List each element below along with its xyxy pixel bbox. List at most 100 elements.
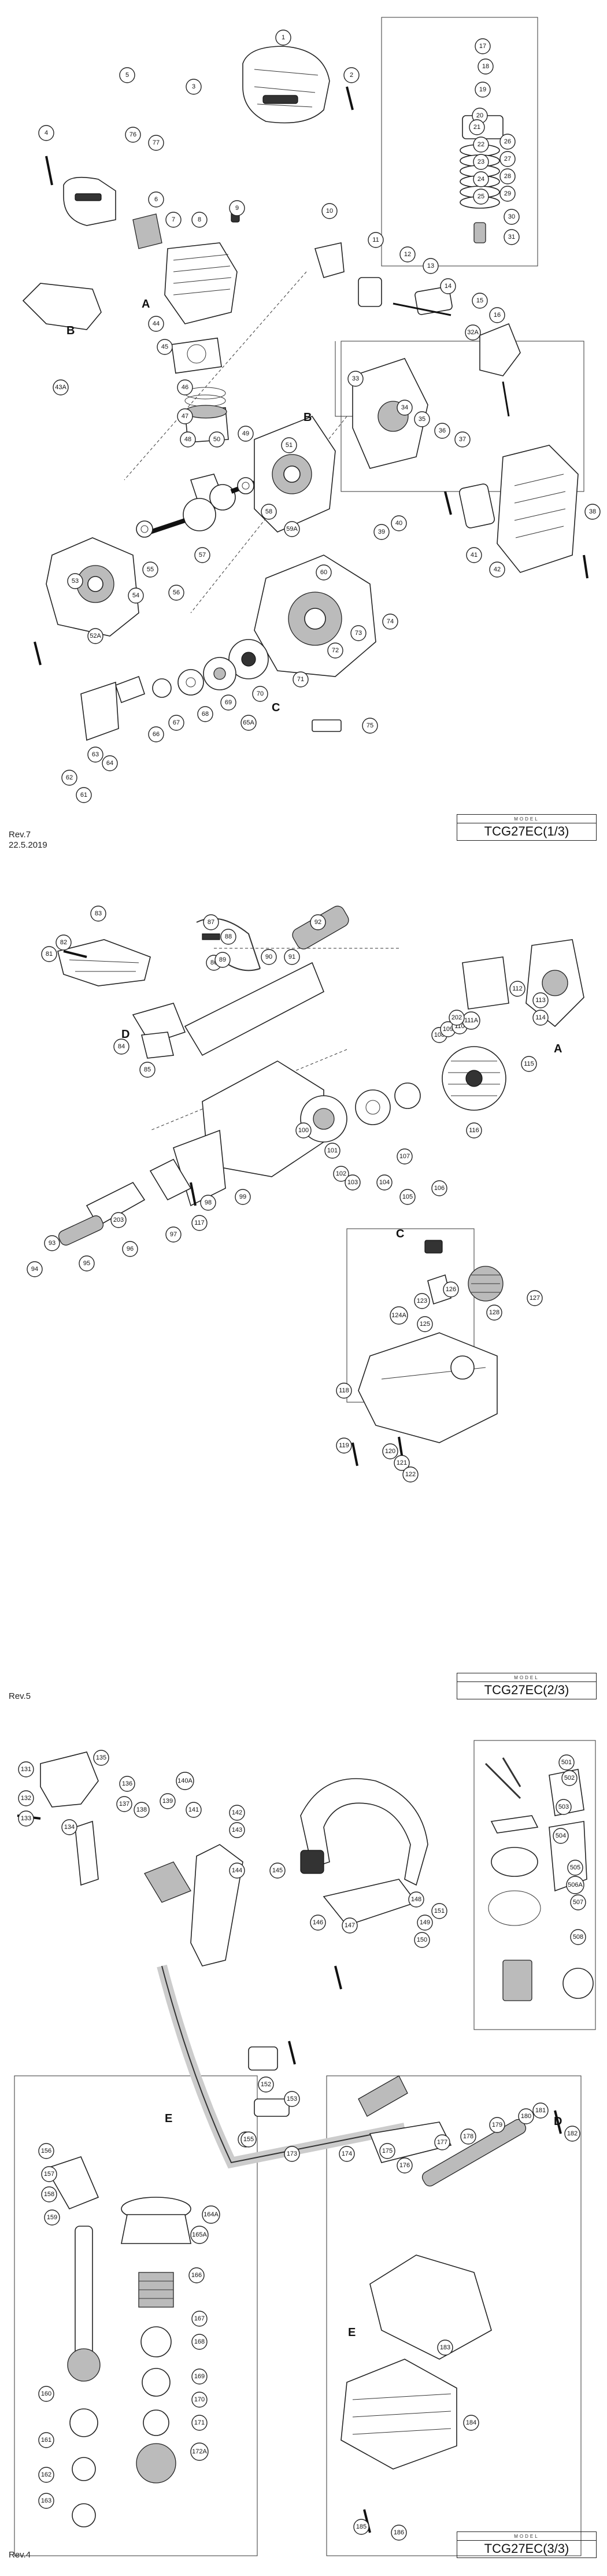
part-callout: 104: [376, 1174, 393, 1191]
part-callout: 97: [165, 1226, 182, 1243]
part-callout: 60: [316, 564, 332, 581]
part-number: 85: [144, 1066, 151, 1073]
part-callout: 44: [148, 316, 164, 332]
part-callout: 150: [414, 1932, 430, 1948]
part-number: 145: [272, 1867, 283, 1874]
callout-bubble: [402, 1466, 419, 1483]
part-callout: 11: [368, 232, 384, 248]
part-number: 109: [443, 1026, 453, 1033]
part-number: 177: [437, 2139, 447, 2146]
part-number: 166: [191, 2272, 202, 2279]
callout-bubble: [38, 2386, 54, 2402]
callout-bubble: [79, 1255, 95, 1272]
part-number: 96: [127, 1246, 134, 1252]
callout-bubble: [261, 504, 277, 520]
part-callout: 101: [324, 1143, 340, 1159]
callout-bubble: [284, 949, 300, 965]
part-number: 73: [355, 630, 362, 637]
part-number: 6: [154, 196, 158, 203]
part-callout: 167: [191, 2311, 208, 2327]
part-number: 14: [445, 283, 451, 290]
model-box: MODEL TCG27EC(3/3): [457, 2531, 597, 2558]
callout-bubble: [18, 1810, 34, 1827]
part-number: 9: [235, 205, 239, 212]
part-callout: 12: [399, 246, 416, 263]
part-callout: 502: [561, 1770, 578, 1786]
part-callout: 180: [518, 2108, 534, 2124]
callout-bubble: [209, 431, 225, 448]
part-callout: 61: [76, 787, 92, 803]
part-callout: 170: [191, 2392, 208, 2408]
part-number: 153: [287, 2095, 297, 2102]
callout-bubble: [499, 168, 516, 184]
part-callout: 22: [473, 136, 489, 153]
part-callout: 115: [521, 1056, 537, 1072]
callout-bubble: [38, 125, 54, 141]
part-callout: 83: [90, 906, 106, 922]
part-callout: 37: [454, 431, 471, 448]
part-callout: 49: [238, 426, 254, 442]
part-callout: 174: [339, 2146, 355, 2162]
part-number: 103: [347, 1179, 358, 1186]
callout-bubble: [336, 1383, 352, 1399]
part-callout: 152: [258, 2076, 274, 2093]
callout-bubble: [473, 189, 489, 205]
callout-bubble: [229, 1862, 245, 1879]
part-callout: 116: [466, 1122, 482, 1139]
callout-bubble: [567, 1860, 583, 1876]
part-callout: 2: [343, 67, 360, 83]
revision-note: Rev.4: [9, 2550, 31, 2560]
part-callout: 158: [41, 2186, 57, 2202]
callout-bubble: [518, 2108, 534, 2124]
part-number: 54: [132, 592, 139, 599]
callout-bubble: [190, 2226, 209, 2244]
model-number: TCG27EC(2/3): [484, 1683, 569, 1697]
callout-bubble: [342, 1917, 358, 1934]
part-callout: 184: [463, 2415, 479, 2431]
callout-bubble: [527, 1290, 543, 1306]
part-number: 147: [345, 1922, 355, 1929]
part-number: 172A: [192, 2448, 207, 2455]
part-number: 30: [508, 213, 515, 220]
part-number: 82: [60, 939, 67, 946]
part-callout: 124A: [390, 1306, 408, 1325]
callout-bubble: [353, 2519, 369, 2535]
part-number: 169: [194, 2373, 205, 2380]
part-callout: 132: [18, 1790, 34, 1806]
part-number: 100: [298, 1127, 309, 1134]
callout-bubble: [499, 186, 516, 202]
part-number: 15: [476, 297, 483, 304]
part-callout: 147: [342, 1917, 358, 1934]
part-callout: 45: [157, 339, 173, 355]
part-number: 10: [326, 208, 333, 215]
part-callout: 183: [437, 2340, 453, 2356]
part-number: 125: [420, 1321, 430, 1328]
part-number: 115: [524, 1060, 534, 1067]
part-number: 94: [31, 1266, 38, 1273]
part-callout: 30: [504, 209, 520, 225]
part-number: 4: [45, 130, 48, 136]
part-callout: 23: [473, 154, 489, 170]
part-callout: 123: [414, 1293, 430, 1309]
callout-bubble: [229, 1822, 245, 1838]
callout-bubble: [284, 2091, 300, 2107]
part-callout: 62: [61, 770, 77, 786]
part-number: 126: [446, 1286, 456, 1293]
part-callout: 98: [200, 1195, 216, 1211]
part-number: 36: [439, 427, 446, 434]
part-callout: 71: [293, 671, 309, 688]
part-callout: 107: [397, 1148, 413, 1165]
callout-bubble: [168, 585, 184, 601]
callout-bubble: [269, 1862, 286, 1879]
callout-bubble: [186, 79, 202, 95]
part-callout: 35: [414, 411, 430, 427]
part-number: 120: [385, 1448, 395, 1455]
callout-bubble: [38, 2432, 54, 2448]
part-callout: 146: [310, 1915, 326, 1931]
part-number: 162: [41, 2471, 51, 2478]
part-number: 102: [336, 1170, 346, 1177]
callout-bubble: [284, 521, 300, 537]
part-callout: 203: [110, 1212, 127, 1228]
callout-bubble: [110, 1212, 127, 1228]
